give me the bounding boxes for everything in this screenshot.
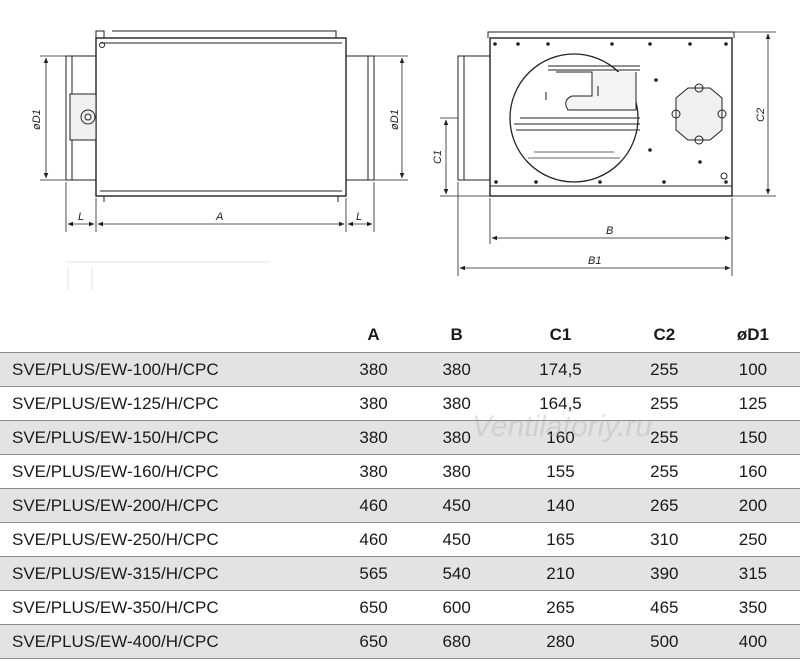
cell-b: 680 xyxy=(415,624,499,659)
cell-c2: 255 xyxy=(622,454,706,489)
cell-d1: 250 xyxy=(705,522,800,557)
header-c2: C2 xyxy=(653,325,676,344)
label-l-left: L xyxy=(78,211,84,223)
side-housing xyxy=(95,37,347,197)
cell-d1: 200 xyxy=(705,488,800,523)
header-c1: C1 xyxy=(549,325,572,344)
cell-d1: 315 xyxy=(705,556,800,591)
cell-a: 460 xyxy=(332,522,416,557)
cell-c2: 255 xyxy=(622,420,706,455)
cell-a: 380 xyxy=(332,420,416,455)
label-b: B xyxy=(606,225,613,237)
cell-c2: 390 xyxy=(622,556,706,591)
cell-c1: 155 xyxy=(498,454,623,489)
cell-a: 565 xyxy=(332,556,416,591)
side-dimensions xyxy=(40,55,408,232)
header-b: B xyxy=(450,325,463,344)
table-row: SVE/PLUS/EW-250/H/CPC 460 450 165 310 25… xyxy=(0,522,800,557)
label-c2: C2 xyxy=(755,108,767,122)
technical-drawings: øD1 øD1 L A L xyxy=(31,30,776,290)
side-right-spigot xyxy=(345,55,375,181)
front-view-drawing xyxy=(457,31,735,197)
cell-b: 380 xyxy=(415,386,499,421)
cell-c2: 465 xyxy=(622,590,706,625)
table-row: SVE/PLUS/EW-125/H/CPC 380 380 164,5 255 … xyxy=(0,386,800,421)
table-row: SVE/PLUS/EW-160/H/CPC 380 380 155 255 16… xyxy=(0,454,800,489)
label-l-right: L xyxy=(356,211,362,223)
front-terminal-box xyxy=(675,87,723,141)
header-model xyxy=(0,318,332,353)
label-a: A xyxy=(215,211,223,223)
cell-a: 380 xyxy=(332,386,416,421)
cell-model: SVE/PLUS/EW-200/H/CPC xyxy=(0,488,332,523)
cell-b: 450 xyxy=(415,522,499,557)
cell-b: 540 xyxy=(415,556,499,591)
cell-a: 460 xyxy=(332,488,416,523)
cell-a: 650 xyxy=(332,590,416,625)
cell-c1: 164,5 xyxy=(498,386,623,421)
cell-model: SVE/PLUS/EW-250/H/CPC xyxy=(0,522,332,557)
table-row: SVE/PLUS/EW-100/H/CPC 380 380 174,5 255 … xyxy=(0,352,800,387)
label-c1: C1 xyxy=(432,150,444,164)
cell-model: SVE/PLUS/EW-400/H/CPC xyxy=(0,624,332,659)
table-row: SVE/PLUS/EW-400/H/CPC 650 680 280 500 40… xyxy=(0,624,800,659)
label-b1: B1 xyxy=(588,255,601,267)
cell-c2: 500 xyxy=(622,624,706,659)
cell-c1: 160 xyxy=(498,420,623,455)
cell-c2: 255 xyxy=(622,386,706,421)
cell-d1: 100 xyxy=(705,352,800,387)
front-spigot xyxy=(457,55,491,181)
cell-model: SVE/PLUS/EW-150/H/CPC xyxy=(0,420,332,455)
side-terminal-box xyxy=(69,93,97,141)
front-dimensions xyxy=(440,31,776,276)
cell-c1: 280 xyxy=(498,624,623,659)
cell-d1: 125 xyxy=(705,386,800,421)
label-d1-right: øD1 xyxy=(389,109,401,130)
cell-model: SVE/PLUS/EW-315/H/CPC xyxy=(0,556,332,591)
cell-c1: 140 xyxy=(498,488,623,523)
cell-d1: 160 xyxy=(705,454,800,489)
table-row: SVE/PLUS/EW-200/H/CPC 460 450 140 265 20… xyxy=(0,488,800,523)
label-d1-left: øD1 xyxy=(31,109,43,130)
dimensions-table: A B C1 C2 øD1 SVE/PLUS/EW-100/H/CPC 380 … xyxy=(0,318,800,659)
cell-b: 600 xyxy=(415,590,499,625)
header-d1: øD1 xyxy=(736,325,769,344)
cell-c2: 255 xyxy=(622,352,706,387)
cell-c1: 265 xyxy=(498,590,623,625)
cell-c1: 210 xyxy=(498,556,623,591)
table-row: SVE/PLUS/EW-315/H/CPC 565 540 210 390 31… xyxy=(0,556,800,591)
cell-b: 380 xyxy=(415,420,499,455)
cell-d1: 350 xyxy=(705,590,800,625)
cell-d1: 400 xyxy=(705,624,800,659)
side-view-drawing xyxy=(65,30,375,202)
cell-c1: 165 xyxy=(498,522,623,557)
cell-a: 380 xyxy=(332,352,416,387)
cell-d1: 150 xyxy=(705,420,800,455)
cell-c1: 174,5 xyxy=(498,352,623,387)
cell-b: 450 xyxy=(415,488,499,523)
cell-model: SVE/PLUS/EW-160/H/CPC xyxy=(0,454,332,489)
table-row: SVE/PLUS/EW-150/H/CPC 380 380 160 255 15… xyxy=(0,420,800,455)
header-a: A xyxy=(367,325,380,344)
faint-marks xyxy=(66,261,270,290)
cell-b: 380 xyxy=(415,352,499,387)
cell-a: 380 xyxy=(332,454,416,489)
cell-model: SVE/PLUS/EW-100/H/CPC xyxy=(0,352,332,387)
cell-b: 380 xyxy=(415,454,499,489)
cell-c2: 265 xyxy=(622,488,706,523)
table-row: SVE/PLUS/EW-350/H/CPC 650 600 265 465 35… xyxy=(0,590,800,625)
cell-model: SVE/PLUS/EW-125/H/CPC xyxy=(0,386,332,421)
table-header-row: A B C1 C2 øD1 xyxy=(0,318,800,353)
cell-model: SVE/PLUS/EW-350/H/CPC xyxy=(0,590,332,625)
cell-a: 650 xyxy=(332,624,416,659)
cell-c2: 310 xyxy=(622,522,706,557)
